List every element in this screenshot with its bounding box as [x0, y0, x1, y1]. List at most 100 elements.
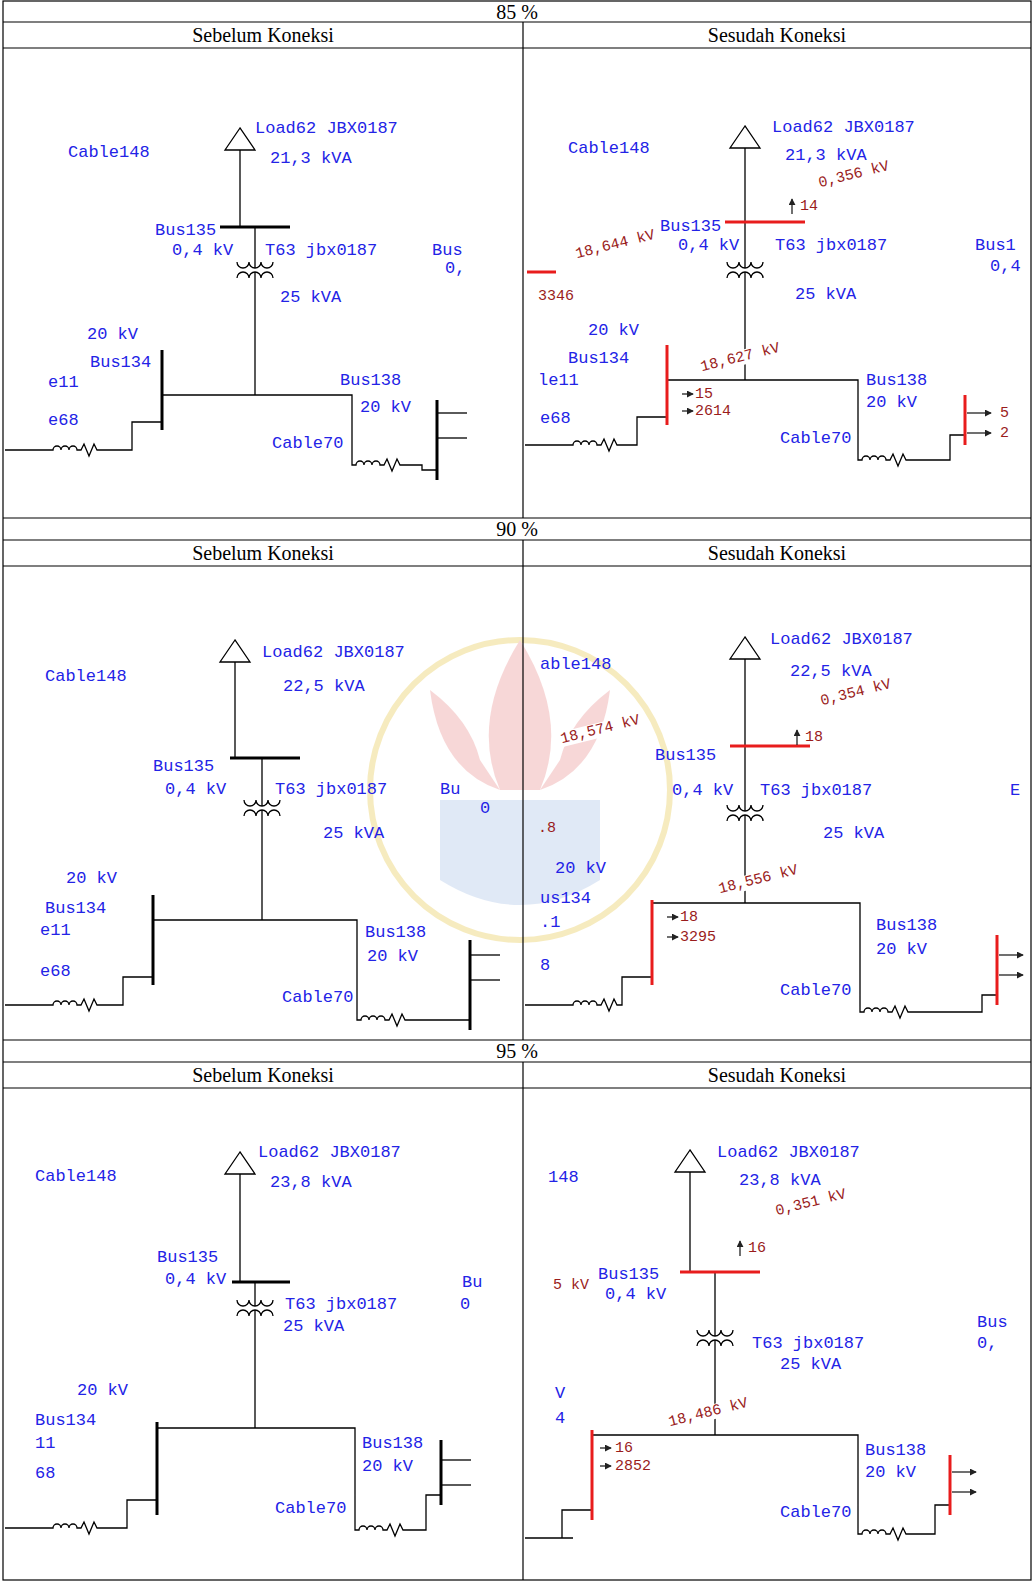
bus-bar — [725, 221, 805, 224]
load-flow-value: 14 — [800, 199, 818, 214]
component-label: 25 kVA — [780, 1356, 841, 1373]
bus-bar — [220, 226, 290, 229]
component-label: 0 — [460, 1296, 470, 1313]
cable-symbol — [652, 903, 997, 1018]
bus-bar — [591, 1430, 594, 1520]
table-rule — [3, 47, 1031, 48]
bus-bar — [232, 1281, 290, 1284]
component-label: Cable70 — [275, 1500, 346, 1517]
bus-bar — [156, 1422, 159, 1515]
cable-symbol — [592, 1435, 950, 1540]
component-label: .1 — [540, 914, 560, 931]
component-label: Load62 JBX0187 — [258, 1144, 401, 1161]
component-label: Load62 JBX0187 — [717, 1144, 860, 1161]
table-header: Sebelum Koneksi — [192, 25, 334, 45]
bus-bar — [469, 940, 472, 1030]
wire — [261, 810, 262, 920]
load-symbol — [675, 1150, 705, 1172]
component-label: 25 kVA — [323, 825, 384, 842]
flow-arrow — [791, 199, 792, 214]
cable-symbol — [667, 380, 965, 466]
component-label: Bus134 — [568, 350, 629, 367]
bus-bar — [666, 345, 669, 425]
wire — [744, 746, 745, 811]
wire — [261, 758, 262, 806]
load-flow-value: 0,356 kV — [816, 159, 891, 191]
component-label: 21,3 kVA — [270, 150, 352, 167]
table-rule — [3, 1087, 1031, 1088]
flow-arrow — [667, 936, 678, 937]
load-flow-value: 18 — [680, 910, 698, 925]
component-label: Load62 JBX0187 — [262, 644, 405, 661]
component-label: 68 — [35, 1465, 55, 1482]
component-label: Bus138 — [866, 372, 927, 389]
component-label: Cable148 — [68, 144, 150, 161]
component-label: 22,5 kVA — [790, 663, 872, 680]
component-label: Bu — [440, 781, 460, 798]
wire — [714, 1340, 715, 1435]
load-symbol — [730, 637, 760, 659]
component-label: 20 kV — [367, 948, 418, 965]
bus-bar — [730, 745, 810, 748]
load-flow-value: 18,556 kV — [716, 863, 800, 898]
component-label: 20 kV — [865, 1464, 916, 1481]
component-label: 25 kVA — [280, 289, 341, 306]
load-flow-value: 18,644 kV — [573, 228, 657, 263]
load-flow-value: 3346 — [538, 289, 574, 304]
load-flow-value: 5 — [1000, 406, 1009, 421]
component-label: Cable148 — [35, 1168, 117, 1185]
bus-bar — [651, 900, 654, 985]
component-label: Cable70 — [780, 982, 851, 999]
load-flow-value: 15 — [695, 387, 713, 402]
component-label: 148 — [548, 1169, 579, 1186]
wire — [437, 437, 467, 438]
one-line-diagram — [5, 640, 500, 1030]
bus-bar — [680, 1271, 760, 1274]
one-line-diagram — [525, 1150, 976, 1540]
component-label: T63 jbx0187 — [752, 1335, 864, 1352]
load-flow-value: 18,627 kV — [698, 341, 782, 376]
component-label: Cable70 — [272, 435, 343, 452]
bus-bar — [230, 757, 300, 760]
component-label: Bus134 — [35, 1412, 96, 1429]
wire — [437, 412, 467, 413]
component-label: 25 kVA — [795, 286, 856, 303]
one-line-diagram — [525, 637, 1023, 1018]
component-label: Bus138 — [865, 1442, 926, 1459]
cable-symbol — [525, 977, 652, 1011]
component-label: Bu — [462, 1274, 482, 1291]
table-header: Sebelum Koneksi — [192, 543, 334, 563]
component-label: Load62 JBX0187 — [255, 120, 398, 137]
component-label: e68 — [540, 410, 571, 427]
transformer-symbol — [727, 805, 763, 811]
flow-arrow — [682, 393, 693, 394]
component-label: Bus134 — [45, 900, 106, 917]
component-label: le11 — [538, 372, 579, 389]
component-label: Bus1 — [975, 237, 1016, 254]
transformer-symbol — [697, 1330, 733, 1336]
load-flow-value: 2 — [1000, 426, 1009, 441]
component-label: 20 kV — [360, 399, 411, 416]
flow-arrow — [999, 954, 1023, 955]
component-label: 20 kV — [588, 322, 639, 339]
watermark-ring — [370, 640, 670, 940]
flow-arrow — [967, 432, 991, 433]
table-header: Sesudah Koneksi — [708, 543, 846, 563]
component-label: Bus135 — [153, 758, 214, 775]
component-label: 0,4 kV — [165, 1271, 226, 1288]
wire — [470, 979, 500, 980]
component-label: 0,4 kV — [165, 781, 226, 798]
one-line-diagram — [525, 126, 991, 466]
bus-bar — [152, 895, 155, 985]
load-flow-value: 5 kV — [553, 1278, 589, 1293]
wire — [744, 222, 745, 268]
wire — [744, 659, 745, 746]
cable-symbol — [162, 395, 437, 471]
wire — [254, 1310, 255, 1428]
load-flow-value: 2852 — [615, 1459, 651, 1474]
load-symbol — [220, 640, 250, 662]
load-flow-value: 0,354 kV — [818, 677, 893, 709]
bus-bar — [527, 271, 556, 274]
component-label: e11 — [40, 922, 71, 939]
component-label: Cable148 — [568, 140, 650, 157]
